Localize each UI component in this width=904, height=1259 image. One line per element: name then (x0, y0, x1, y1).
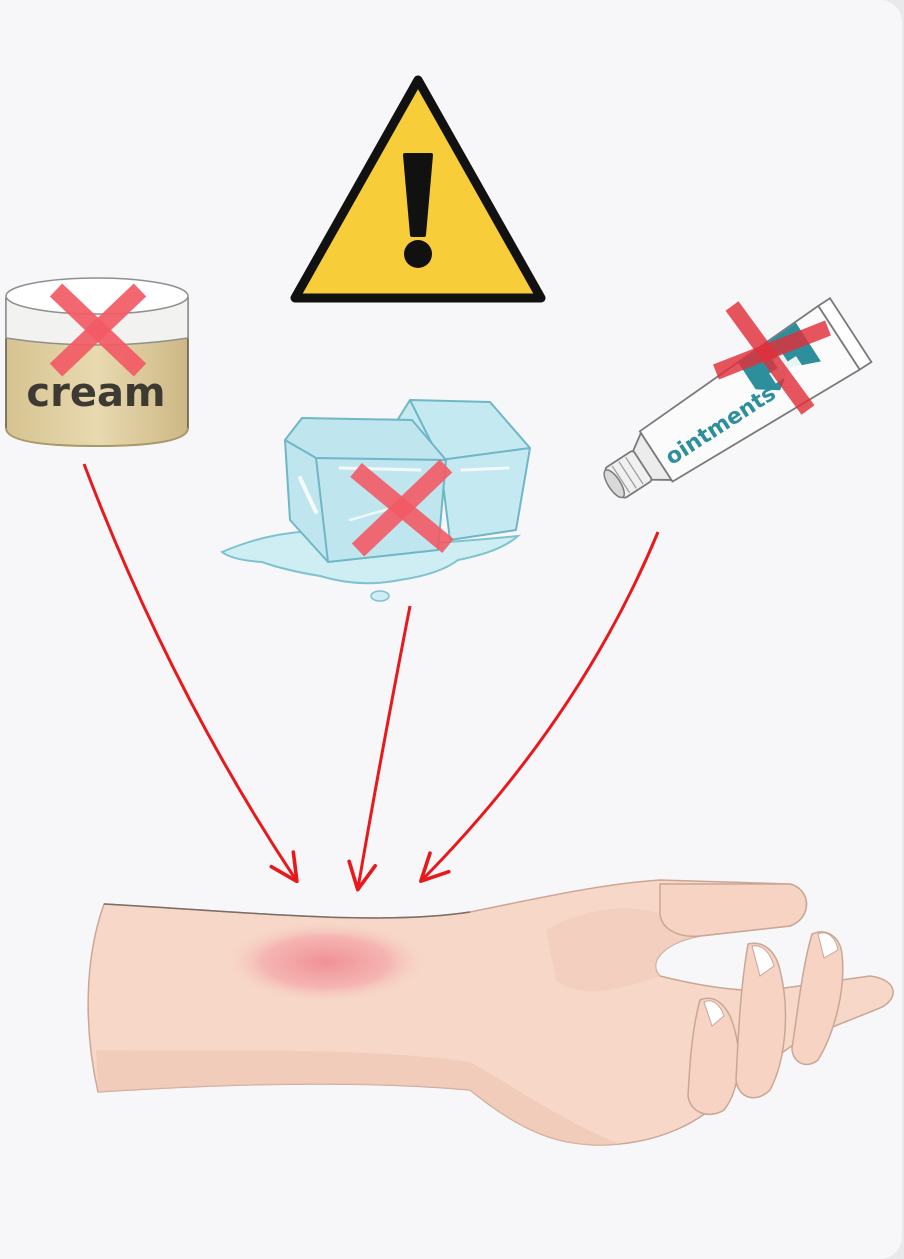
cream-label: cream (26, 370, 165, 416)
ice-cross-icon (350, 459, 454, 557)
burned-forearm-icon (87, 879, 894, 1146)
arrow-from-ice (347, 605, 412, 892)
arrow-from-ointment (419, 531, 660, 883)
burn-mark (222, 920, 430, 1004)
ice-cubes-icon (220, 399, 531, 602)
cream-jar-icon: cream (5, 277, 189, 448)
arrow-from-cream (82, 463, 299, 884)
ointment-cross-icon (713, 301, 831, 415)
warning-triangle-icon (290, 75, 546, 303)
arrows (82, 463, 660, 892)
cream-cross-icon (49, 283, 147, 377)
